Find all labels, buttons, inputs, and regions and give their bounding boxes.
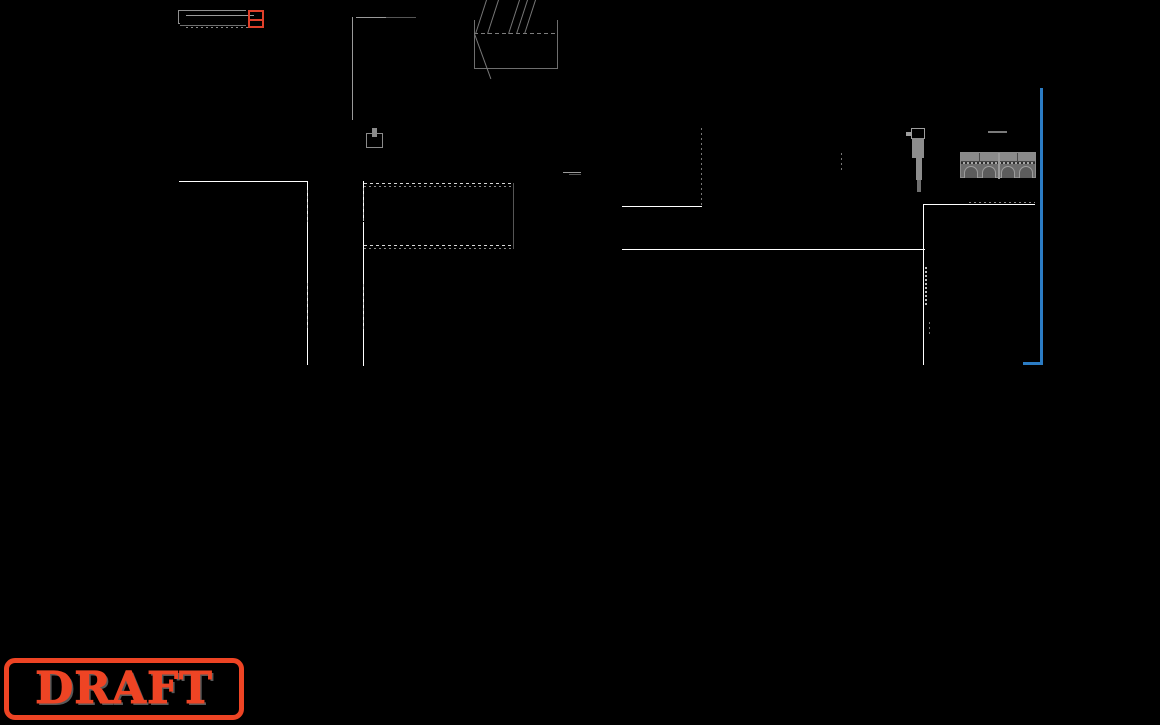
left-vertical-guide <box>352 17 353 120</box>
tower-body <box>912 138 924 158</box>
scale-bar-top-rule <box>186 15 254 16</box>
north-indicator-divider <box>250 19 262 21</box>
plan-right-edge <box>513 183 514 249</box>
arcade-elevation-block <box>960 152 1036 179</box>
center-tick-mark <box>563 172 581 173</box>
plan-top-dim-rule <box>364 186 514 187</box>
right-plan-top-hatch <box>969 202 1035 203</box>
plan-wall-dashed-c <box>363 188 364 226</box>
hatch-centerline <box>474 33 558 34</box>
center-tick-mark-shadow <box>569 174 581 175</box>
draft-stamp-label: DRAFT <box>35 663 213 714</box>
arcade-arch-4 <box>1019 166 1033 178</box>
scale-bar-dimension-line <box>186 27 260 28</box>
arcade-ridge-mark <box>988 131 1007 133</box>
plan-top-dashed-rule <box>364 183 514 184</box>
top-rule-segment-b <box>386 17 416 18</box>
hatch-enclosure <box>474 20 558 69</box>
center-rule-lower <box>622 249 925 250</box>
draft-stamp: DRAFT <box>4 658 244 720</box>
center-rule-upper <box>622 206 702 207</box>
center-vertical-dotted <box>701 128 702 208</box>
arcade-arch-1 <box>964 166 978 178</box>
arcade-arch-3 <box>1001 166 1015 178</box>
arcade-cornice-tick-3 <box>1017 153 1018 162</box>
plan-wall-dashed-a <box>307 190 308 226</box>
right-plan-small-dots <box>929 322 930 334</box>
right-plan-top-wall <box>923 204 1035 205</box>
plan-wall-dashed-b <box>307 283 308 347</box>
plan-wall-vertical-c <box>307 330 308 365</box>
box-tab-icon-tab <box>372 128 377 137</box>
plan-wall-vertical-b <box>307 222 308 332</box>
right-small-tick <box>841 153 842 173</box>
blue-reference-line <box>1040 88 1043 365</box>
arcade-arch-2 <box>982 166 996 178</box>
plan-bottom-dashed-rule <box>364 245 514 246</box>
scale-bar-fill <box>180 17 246 26</box>
tower-head-nub <box>906 132 912 136</box>
plan-wall-vertical-f <box>363 330 364 366</box>
blue-reference-foot <box>1023 362 1043 365</box>
tower-shaft <box>916 158 922 180</box>
plan-wall-dashed-d <box>363 284 364 346</box>
arcade-center-pier <box>998 153 1000 179</box>
tower-shaft-lower <box>917 180 921 192</box>
plan-top-wall-left <box>179 181 308 182</box>
north-indicator-box <box>248 10 264 28</box>
arcade-cornice-tick-1 <box>979 153 980 162</box>
right-plan-dotted-column <box>925 267 927 305</box>
plan-bottom-dim-rule <box>364 248 514 249</box>
plan-wall-vertical-e <box>363 222 364 334</box>
right-plan-vertical-wall <box>923 204 924 365</box>
